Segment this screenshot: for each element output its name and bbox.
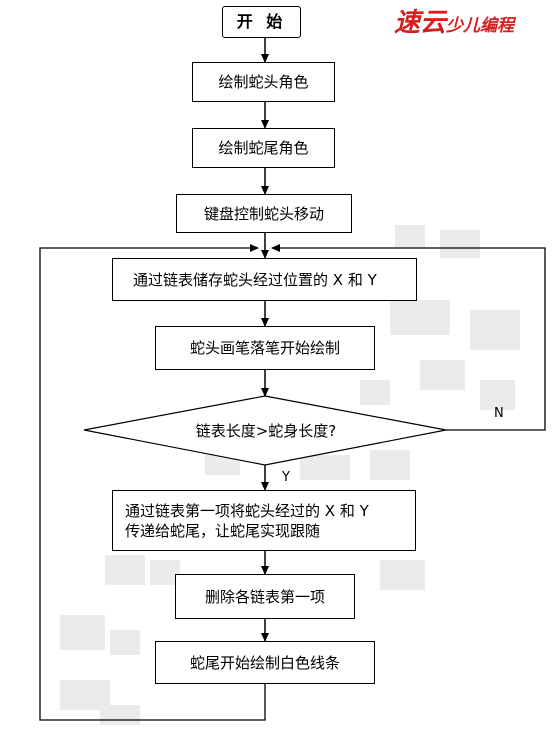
start-node: 开 始	[222, 6, 301, 38]
logo-subtext: 少儿编程	[446, 16, 515, 36]
draw-head-label: 绘制蛇头角色	[218, 73, 309, 91]
start-label: 开 始	[236, 12, 287, 31]
no-label: N	[494, 406, 504, 421]
logo-text: 速云	[394, 8, 447, 38]
store-position-label: 通过链表储存蛇头经过位置的 X 和 Y	[133, 270, 377, 289]
decision-text: 链表长度>蛇身长度?	[86, 418, 446, 442]
yes-label: Y	[282, 470, 290, 485]
pass-to-tail-line2: 传递给蛇尾，让蛇尾实现跟随	[125, 521, 321, 540]
brand-logo: 速云少儿编程	[394, 2, 534, 44]
draw-tail-label: 绘制蛇尾角色	[218, 139, 309, 157]
keyboard-control-node: 键盘控制蛇头移动	[176, 194, 352, 233]
tail-draw-node: 蛇尾开始绘制白色线条	[155, 641, 375, 684]
pass-to-tail-node: 通过链表第一项将蛇头经过的 X 和 Y 传递给蛇尾，让蛇尾实现跟随	[112, 490, 416, 551]
decision-label: 链表长度>蛇身长度?	[195, 421, 337, 440]
decision-diamond	[83, 395, 447, 466]
store-position-node: 通过链表储存蛇头经过位置的 X 和 Y	[112, 258, 417, 301]
draw-head-node: 绘制蛇头角色	[192, 62, 335, 102]
pass-to-tail-line1: 通过链表第一项将蛇头经过的 X 和 Y	[125, 501, 369, 520]
keyboard-control-label: 键盘控制蛇头移动	[203, 204, 324, 223]
delete-first-label: 删除各链表第一项	[204, 587, 325, 606]
tail-draw-label: 蛇尾开始绘制白色线条	[189, 653, 340, 672]
pen-down-node: 蛇头画笔落笔开始绘制	[155, 326, 375, 370]
draw-tail-node: 绘制蛇尾角色	[192, 128, 335, 168]
pen-down-label: 蛇头画笔落笔开始绘制	[189, 339, 340, 357]
delete-first-node: 删除各链表第一项	[175, 574, 355, 619]
